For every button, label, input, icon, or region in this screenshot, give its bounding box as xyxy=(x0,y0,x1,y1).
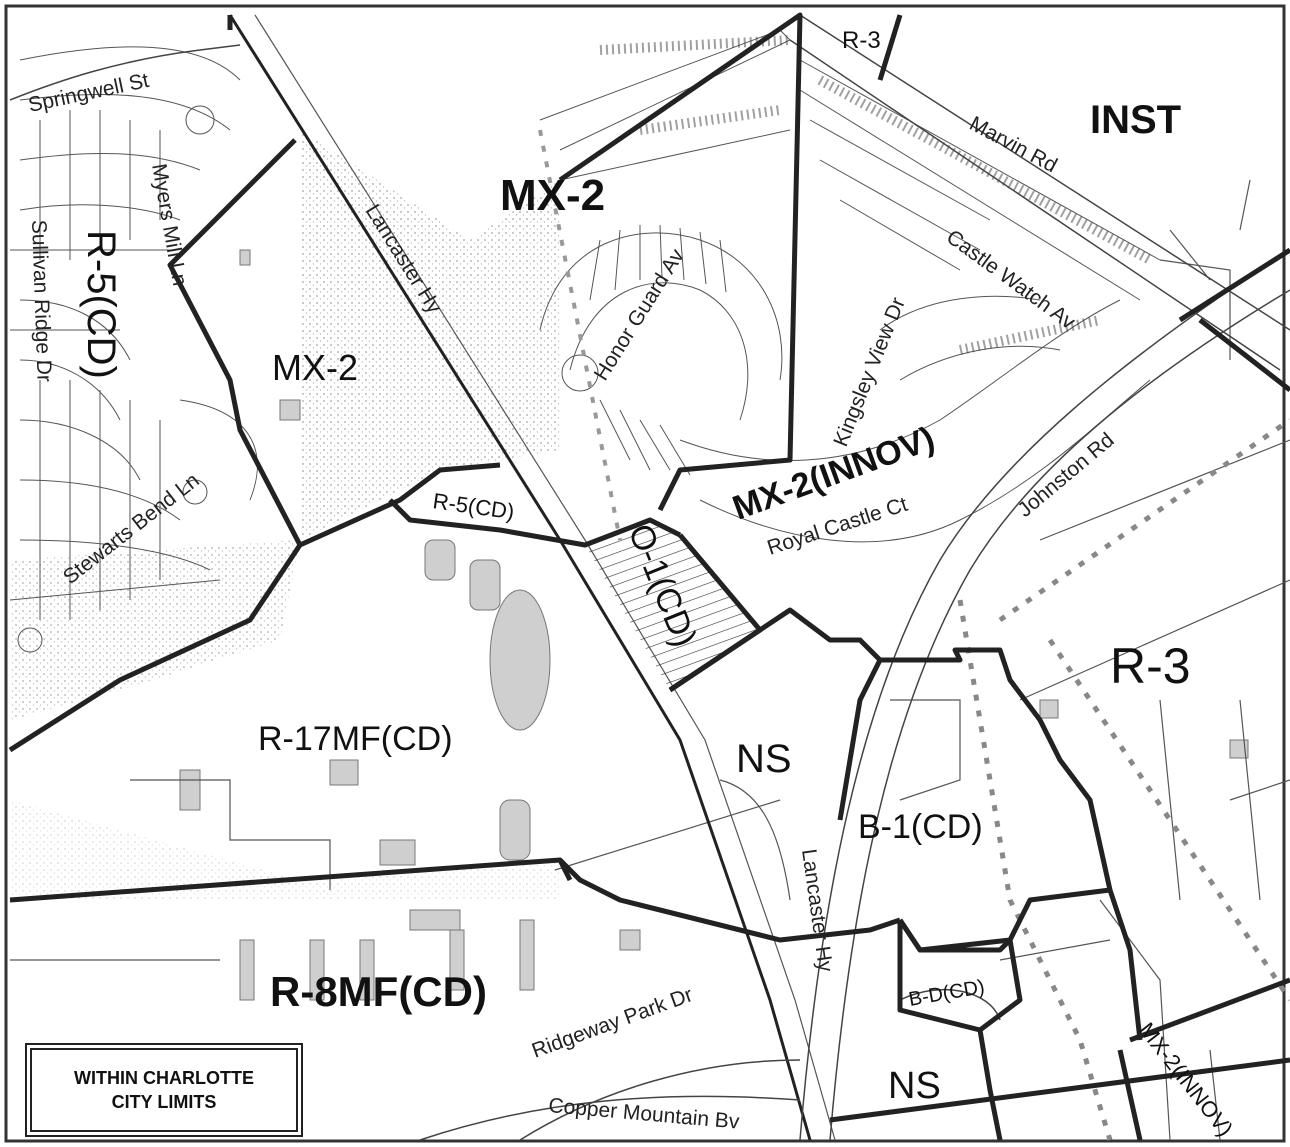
zone-label-r3-right: R-3 xyxy=(1110,638,1191,694)
street-label-sullivan-ridge: Sullivan Ridge Dr xyxy=(27,219,56,382)
building-footprints xyxy=(179,249,1249,1001)
property-lines xyxy=(10,179,1290,1141)
zone-label-ns-bottom: NS xyxy=(888,1065,941,1107)
legend-line-2: CITY LIMITS xyxy=(111,1092,217,1112)
road-network xyxy=(9,14,1290,1141)
zone-label-mx2-top: MX-2 xyxy=(500,171,605,220)
zone-label-r5cd-left: R-5(CD) xyxy=(79,230,123,379)
o1cd-parcel xyxy=(585,520,760,690)
zoning-boundaries xyxy=(8,12,1290,1141)
zone-label-b1cd: B-1(CD) xyxy=(858,808,983,846)
zone-label-r3-top: R-3 xyxy=(842,27,881,54)
lot-hatching-top xyxy=(599,35,1153,355)
zone-label-r8mf: R-8MF(CD) xyxy=(270,968,487,1015)
legend-line-1: WITHIN CHARLOTTE xyxy=(74,1068,254,1088)
zone-label-ns-mid: NS xyxy=(736,737,792,781)
zone-label-r17mf: R-17MF(CD) xyxy=(258,720,453,758)
zone-label-mx2-left: MX-2 xyxy=(272,347,358,388)
zone-label-inst: INST xyxy=(1090,98,1181,142)
residential-lots-left xyxy=(9,46,258,653)
city-limits-legend: WITHIN CHARLOTTE CITY LIMITS xyxy=(30,1048,298,1132)
